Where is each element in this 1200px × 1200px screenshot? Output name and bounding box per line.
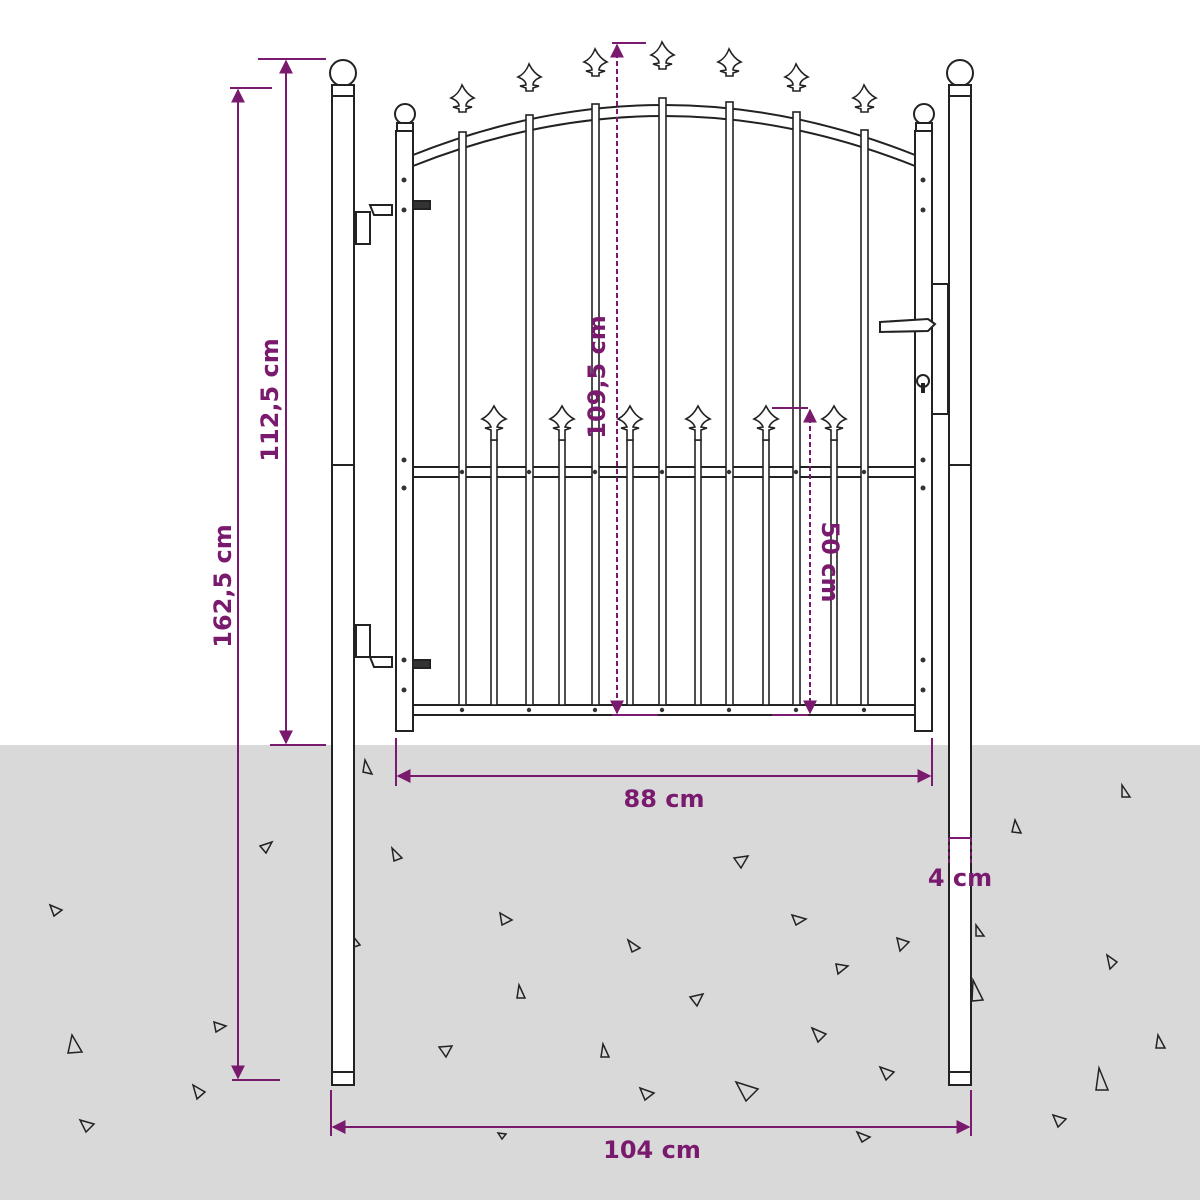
rivets <box>401 177 926 713</box>
dimension-total-width: 104 cm <box>603 1136 701 1164</box>
gravel-pattern <box>48 757 1167 1144</box>
right-post <box>946 59 974 1086</box>
dimension-total-height: 162,5 cm <box>209 524 237 648</box>
dimension-gate-height-side: 112,5 cm <box>256 338 284 462</box>
dimension-lines <box>230 42 972 1136</box>
dimension-post-width: 4 cm <box>928 864 992 892</box>
tall-finials <box>449 40 878 113</box>
left-post <box>329 59 357 1086</box>
ground-area <box>0 745 1200 1200</box>
dimension-lower-section: 50 cm <box>816 522 844 603</box>
lower-hinge <box>355 624 431 669</box>
short-finials <box>480 404 848 441</box>
dimension-gate-width: 88 cm <box>624 785 705 813</box>
gate-bars <box>458 97 869 706</box>
upper-hinge <box>355 200 431 245</box>
door-handle <box>879 283 949 415</box>
dimension-gate-height-center: 109,5 cm <box>583 315 611 439</box>
